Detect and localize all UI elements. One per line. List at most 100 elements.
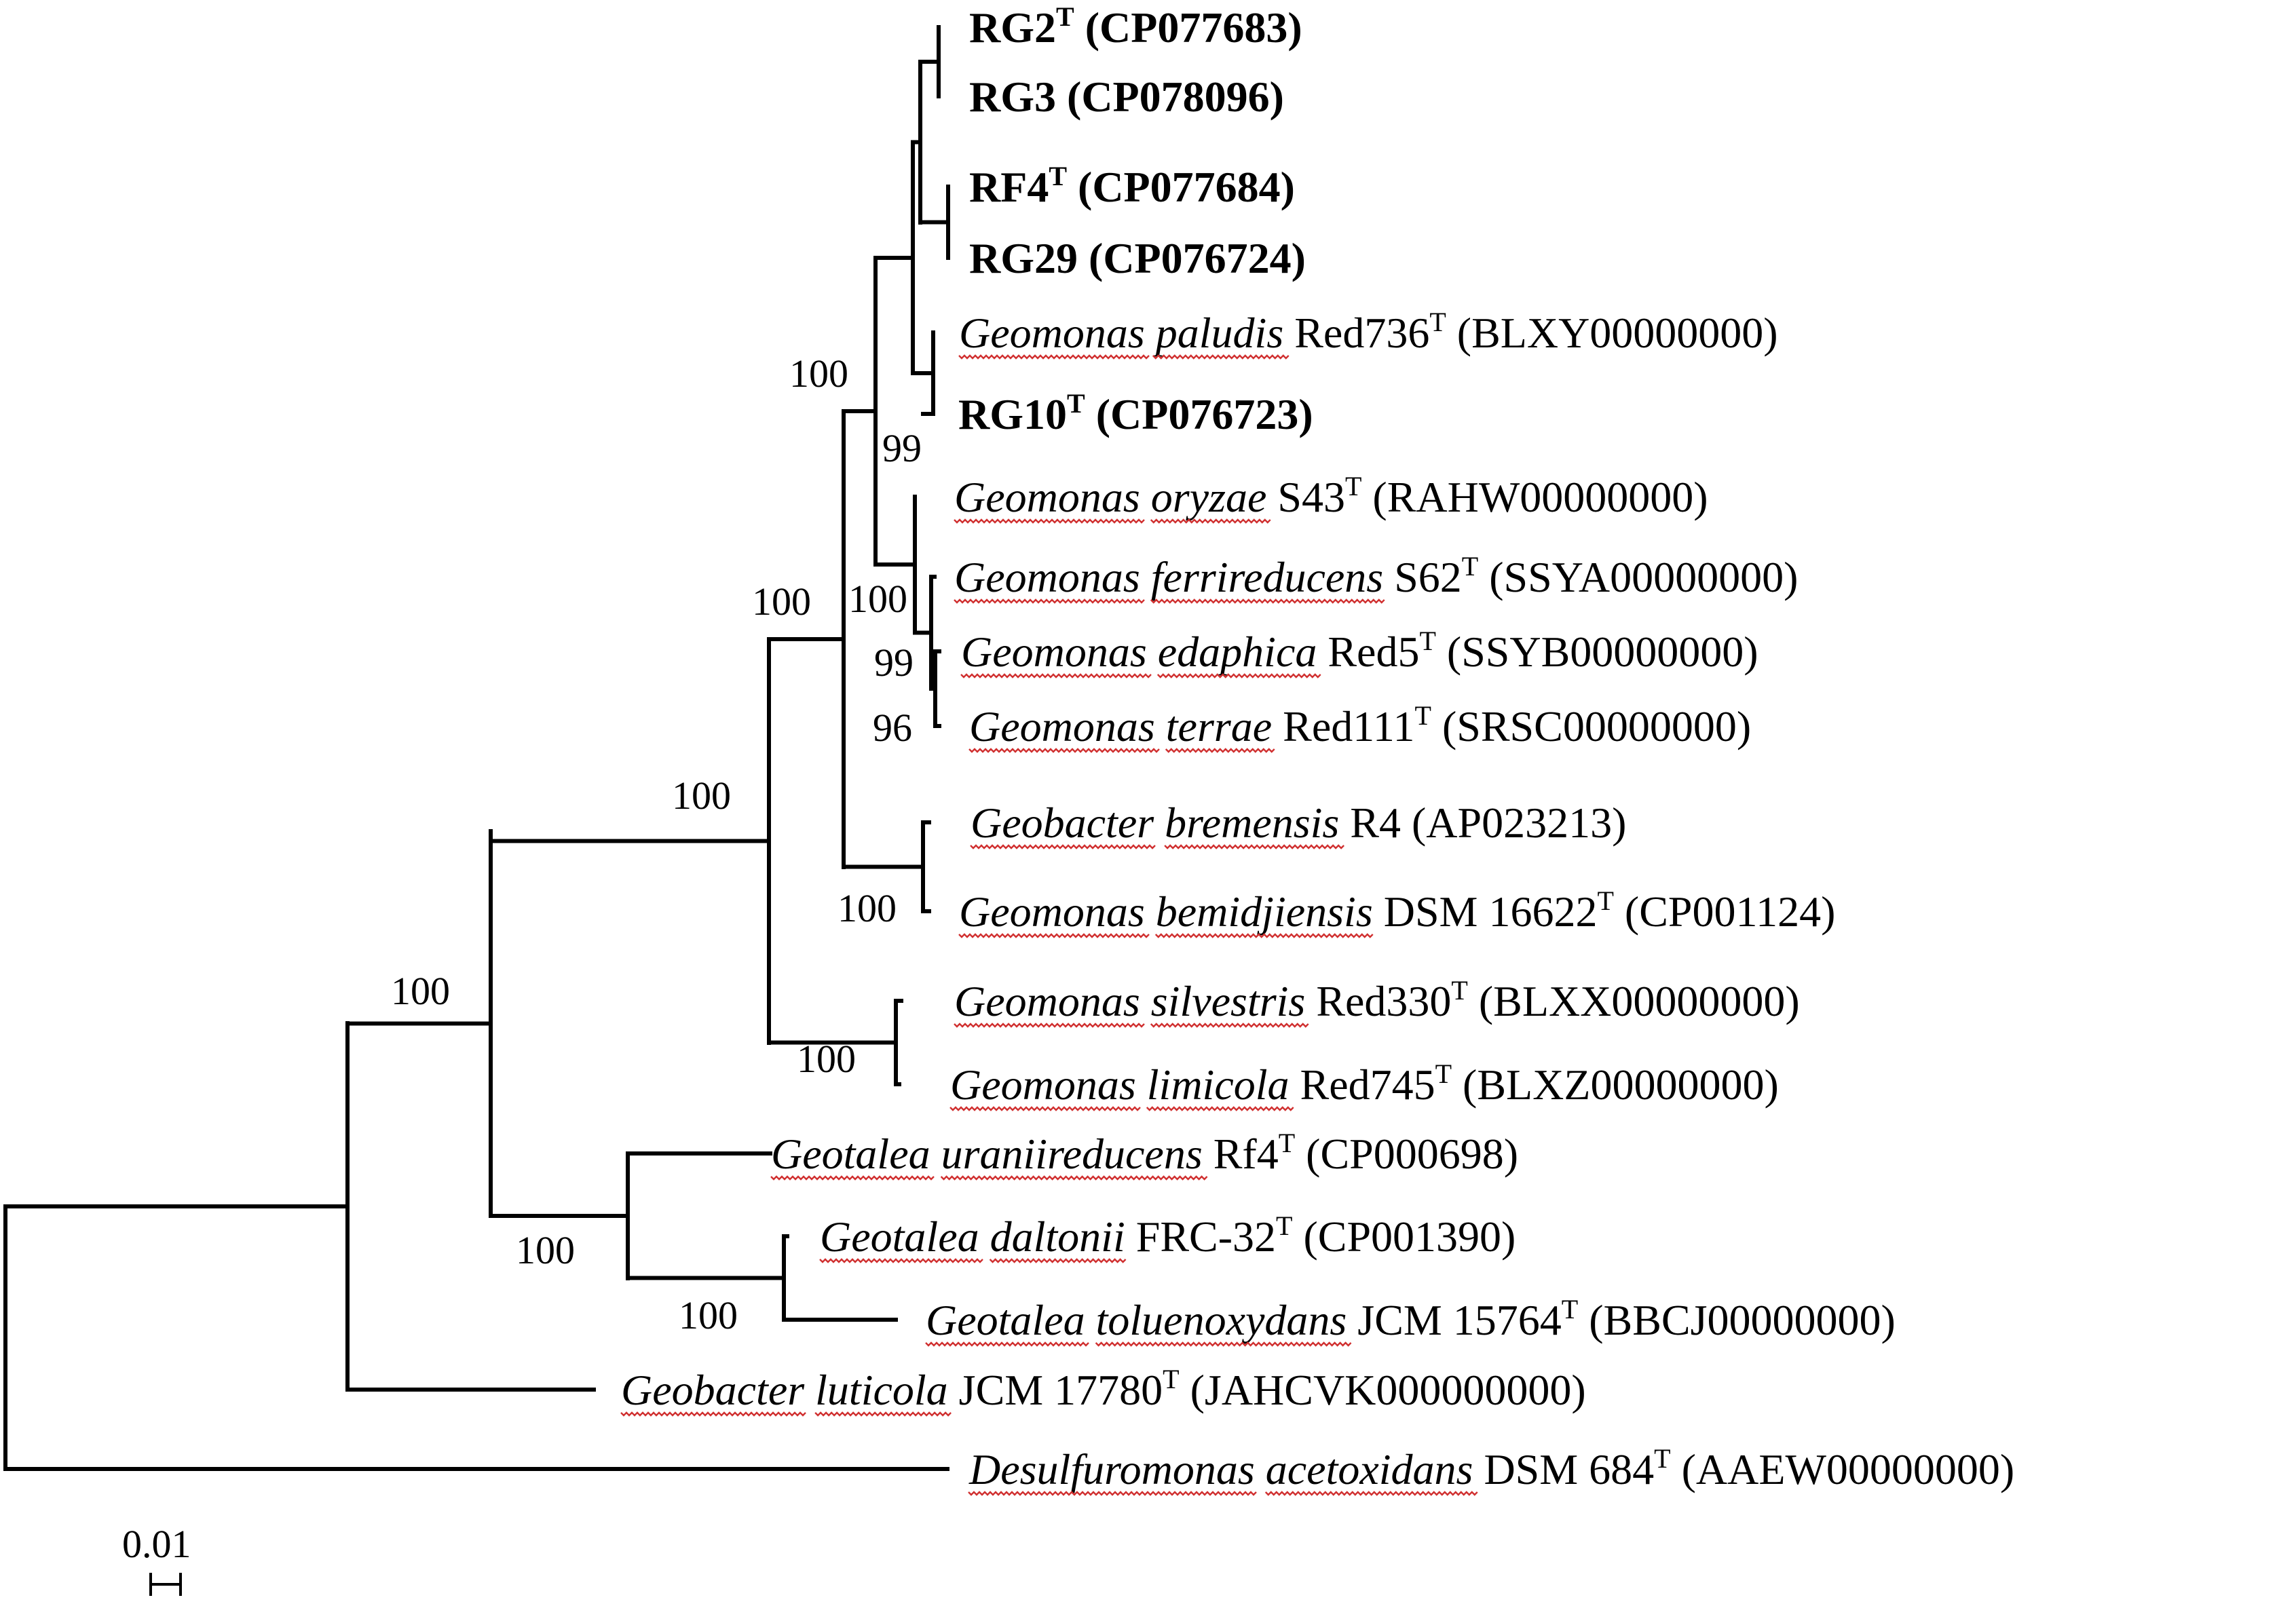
taxon-strain: DSM 684	[1484, 1445, 1654, 1493]
spacer	[1145, 887, 1156, 936]
spellcheck-underline	[770, 1175, 935, 1181]
taxon-species: oryzae	[1151, 473, 1267, 521]
taxon-accession: (BLXZ00000000)	[1452, 1061, 1779, 1109]
spacer	[1125, 1212, 1136, 1261]
spellcheck-underline	[949, 1106, 1141, 1111]
taxon-genus: Geomonas	[954, 473, 1140, 521]
taxon-genus: Geobacter	[971, 799, 1154, 847]
taxon-label-rf4: RF4T (CP077684)	[969, 161, 1295, 211]
taxon-genus: Geobacter	[621, 1366, 805, 1414]
spellcheck-underline	[958, 933, 1150, 938]
type-strain-marker: T	[1435, 1058, 1452, 1089]
spacer	[1255, 1445, 1266, 1493]
taxon-accession: (BLXX00000000)	[1468, 977, 1800, 1025]
taxon-strain: RG3	[969, 73, 1056, 121]
taxon-strain: FRC-32	[1136, 1212, 1276, 1261]
taxon-strain: Red736	[1294, 309, 1429, 357]
spacer	[1085, 1296, 1096, 1344]
taxon-accession: (AAEW00000000)	[1671, 1445, 2015, 1493]
taxon-accession: (CP076724)	[1078, 234, 1306, 282]
spacer	[1272, 702, 1283, 750]
taxon-strain: Red330	[1316, 977, 1451, 1025]
type-strain-marker: T	[1163, 1364, 1179, 1394]
taxon-label-uraniireducens: Geotalea uraniireducens Rf4T (CP000698)	[771, 1128, 1518, 1178]
taxon-genus: Geomonas	[969, 702, 1155, 750]
spellcheck-underline	[954, 518, 1145, 524]
taxon-label-toluenoxydans: Geotalea toluenoxydans JCM 15764T (BBCJ0…	[926, 1294, 1896, 1344]
taxon-label-silvestris: Geomonas silvestris Red330T (BLXX0000000…	[954, 975, 1800, 1025]
taxon-label-bemidjiensis: Geomonas bemidjiensis DSM 16622T (CP0011…	[959, 885, 1835, 936]
taxon-accession: (CP000698)	[1295, 1130, 1518, 1178]
taxon-species: luticola	[815, 1366, 948, 1414]
taxon-species: toluenoxydans	[1096, 1296, 1347, 1344]
taxon-strain: Red111	[1283, 702, 1414, 750]
spellcheck-underline	[968, 1491, 1257, 1496]
spellcheck-underline	[925, 1341, 1089, 1347]
spacer	[1473, 1445, 1484, 1493]
taxon-accession: (CP001124)	[1614, 887, 1836, 936]
taxon-label-paludis: Geomonas paludis Red736T (BLXY00000000)	[959, 307, 1778, 357]
type-strain-marker: T	[1654, 1443, 1670, 1474]
spellcheck-underline	[1150, 598, 1385, 604]
taxon-genus: Geomonas	[950, 1061, 1136, 1109]
taxon-strain: R4	[1350, 799, 1401, 847]
bootstrap-value: 100	[797, 1037, 856, 1081]
taxon-species: bremensis	[1165, 799, 1339, 847]
spacer	[1373, 887, 1384, 936]
taxon-genus: Geomonas	[959, 887, 1145, 936]
taxon-accession: (SSYA00000000)	[1478, 553, 1798, 601]
taxon-label-bremensis: Geobacter bremensis R4 (AP023213)	[971, 799, 1626, 847]
taxon-accession: (CP077683)	[1074, 3, 1302, 52]
taxon-species: daltonii	[990, 1212, 1125, 1261]
spellcheck-underline	[1165, 748, 1275, 753]
spacer	[1140, 553, 1151, 601]
taxon-species: silvestris	[1151, 977, 1306, 1025]
spellcheck-underline	[1264, 1491, 1478, 1496]
taxon-species: acetoxidans	[1266, 1445, 1473, 1493]
taxon-species: limicola	[1147, 1061, 1290, 1109]
type-strain-marker: T	[1429, 307, 1446, 337]
taxon-strain: S43	[1277, 473, 1345, 521]
spellcheck-underline	[1152, 354, 1290, 360]
spellcheck-underline	[1154, 933, 1374, 938]
spacer	[1147, 628, 1158, 676]
taxon-accession: (SRSC00000000)	[1431, 702, 1751, 750]
taxon-genus: Geotalea	[771, 1130, 930, 1178]
taxon-label-edaphica: Geomonas edaphica Red5T (SSYB00000000)	[961, 626, 1758, 676]
scale-bar-label: 0.01	[122, 1522, 191, 1566]
spellcheck-underline	[954, 1023, 1145, 1028]
taxon-strain: DSM 16622	[1384, 887, 1598, 936]
taxon-strain: Red5	[1328, 628, 1419, 676]
taxon-accession: (BBCJ00000000)	[1578, 1296, 1896, 1344]
taxon-genus: Geomonas	[954, 553, 1140, 601]
bootstrap-value: 100	[679, 1293, 738, 1337]
type-strain-marker: T	[1056, 1, 1074, 32]
bootstrap-value: 100	[391, 969, 450, 1013]
spacer	[979, 1212, 990, 1261]
bootstrap-value: 99	[882, 426, 922, 470]
taxon-genus: Geomonas	[959, 309, 1145, 357]
bootstrap-value: 100	[838, 886, 897, 930]
taxon-label-oryzae: Geomonas oryzae S43T (RAHW00000000)	[954, 471, 1708, 521]
bootstrap-value: 99	[874, 641, 914, 685]
spacer	[1145, 309, 1156, 357]
taxon-accession: (CP078096)	[1056, 73, 1284, 121]
type-strain-marker: T	[1597, 885, 1613, 916]
spellcheck-underline	[960, 673, 1152, 679]
type-strain-marker: T	[1276, 1210, 1292, 1241]
spellcheck-underline	[968, 748, 1160, 753]
spellcheck-underline	[958, 354, 1150, 360]
spellcheck-underline	[954, 598, 1145, 604]
taxon-accession: (JAHCVK000000000)	[1180, 1366, 1586, 1414]
taxon-species: paludis	[1153, 309, 1283, 357]
taxon-species: ferrireducens	[1151, 553, 1383, 601]
taxon-label-terrae: Geomonas terrae Red111T (SRSC00000000)	[969, 700, 1751, 750]
taxon-genus: Desulfuromonas	[968, 1445, 1255, 1493]
taxon-label-ferrireducens: Geomonas ferrireducens S62T (SSYA0000000…	[954, 551, 1798, 601]
taxon-strain: Red745	[1300, 1061, 1435, 1109]
spacer	[1283, 309, 1294, 357]
spellcheck-underline	[1150, 518, 1271, 524]
bootstrap-value: 100	[672, 774, 731, 818]
type-strain-marker: T	[1419, 626, 1435, 656]
